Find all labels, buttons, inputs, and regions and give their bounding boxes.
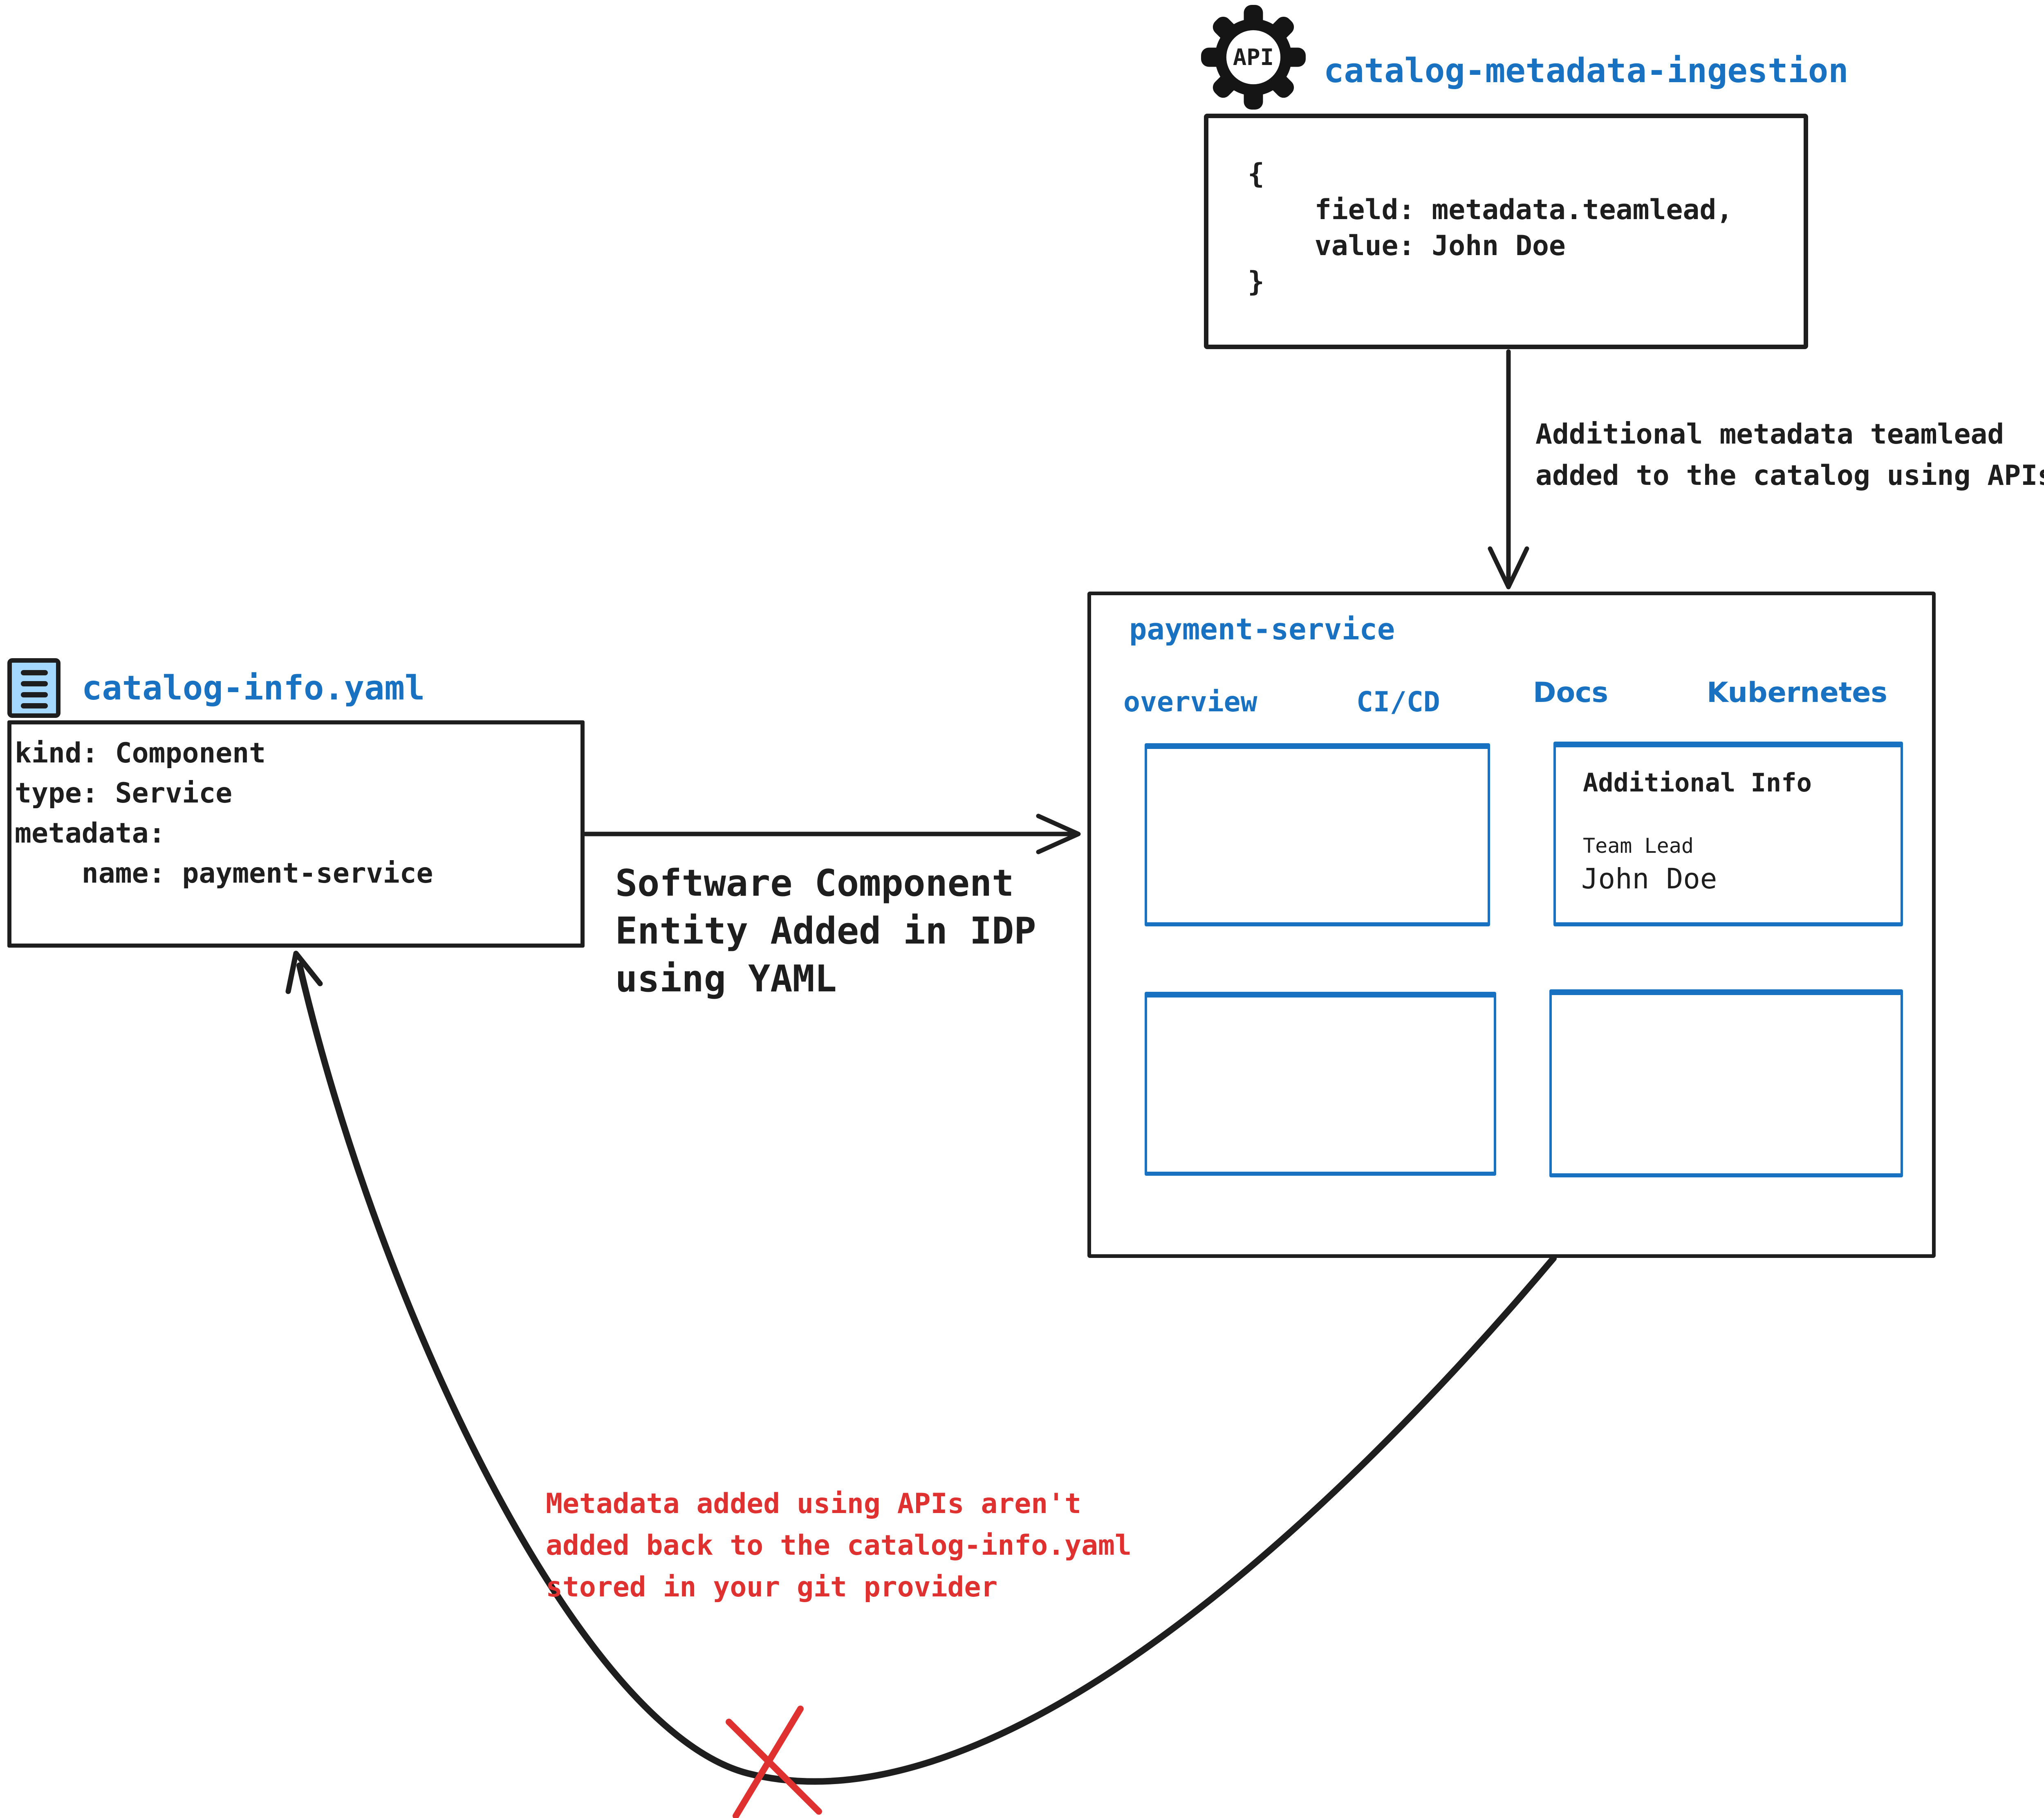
card-bottom-right	[1549, 989, 1903, 1177]
code-line: value: John Doe	[1248, 230, 1566, 262]
code-line: field: metadata.teamlead,	[1248, 194, 1733, 226]
blocked-x-stroke-1	[726, 1719, 822, 1815]
api-payload-box	[1204, 114, 1808, 349]
tab-overview[interactable]: overview	[1123, 686, 1257, 718]
yaml-flow-label-line3: using YAML	[615, 957, 837, 1000]
yaml-line: type: Service	[15, 777, 233, 809]
feedback-curve-arrowhead	[285, 950, 323, 994]
yaml-flow-label-line1: Software Component	[615, 862, 1014, 905]
overview-card	[1145, 743, 1490, 926]
api-flow-label-line2: added to the catalog using APIs	[1535, 460, 2044, 492]
warning-note: Metadata added using APIs aren't added b…	[546, 1483, 1132, 1608]
api-payload-code: { field: metadata.teamlead, value: John …	[1248, 156, 1733, 300]
catalog-file-title: catalog-info.yaml	[82, 669, 425, 708]
tab-kubernetes[interactable]: Kubernetes	[1707, 677, 1887, 709]
yaml-flow-label-line2: Entity Added in IDP	[615, 910, 1036, 953]
yaml-line: name: payment-service	[15, 857, 433, 890]
catalog-yaml-code: kind: Component type: Service metadata: …	[15, 733, 433, 894]
additional-info-card: Additional Info Team Lead John Doe	[1553, 742, 1903, 926]
blocked-x-stroke-2	[733, 1706, 804, 1818]
api-flow-label-line1: Additional metadata teamlead	[1535, 418, 2004, 451]
yaml-line: kind: Component	[15, 737, 266, 769]
code-line: }	[1248, 266, 1264, 298]
yaml-flow-label: Software Component Entity Added in IDP u…	[615, 859, 1036, 1003]
card-bottom-left	[1145, 992, 1496, 1176]
team-lead-label: Team Lead	[1583, 834, 1694, 858]
yaml-line: metadata:	[15, 817, 166, 850]
api-ingestion-title: catalog-metadata-ingestion	[1324, 52, 1849, 90]
yaml-to-portal-arrowhead	[1036, 814, 1081, 854]
warning-note-line1: Metadata added using APIs aren't	[546, 1488, 1082, 1520]
tab-docs[interactable]: Docs	[1533, 677, 1608, 709]
api-gear-icon: API	[1201, 5, 1306, 110]
api-to-portal-arrowhead	[1488, 546, 1529, 590]
catalog-file-box	[7, 720, 585, 948]
additional-info-heading: Additional Info	[1583, 768, 1812, 798]
team-lead-value: John Doe	[1581, 863, 1717, 895]
warning-note-line3: stored in your git provider	[546, 1571, 998, 1603]
yaml-file-icon	[7, 658, 61, 718]
tab-cicd[interactable]: CI/CD	[1356, 686, 1440, 718]
portal-title: payment-service	[1129, 612, 1395, 646]
warning-note-line2: added back to the catalog-info.yaml	[546, 1529, 1132, 1562]
api-flow-label: Additional metadata teamlead added to th…	[1535, 414, 2044, 496]
api-gear-icon-label: API	[1233, 45, 1274, 71]
code-line: {	[1248, 158, 1264, 190]
